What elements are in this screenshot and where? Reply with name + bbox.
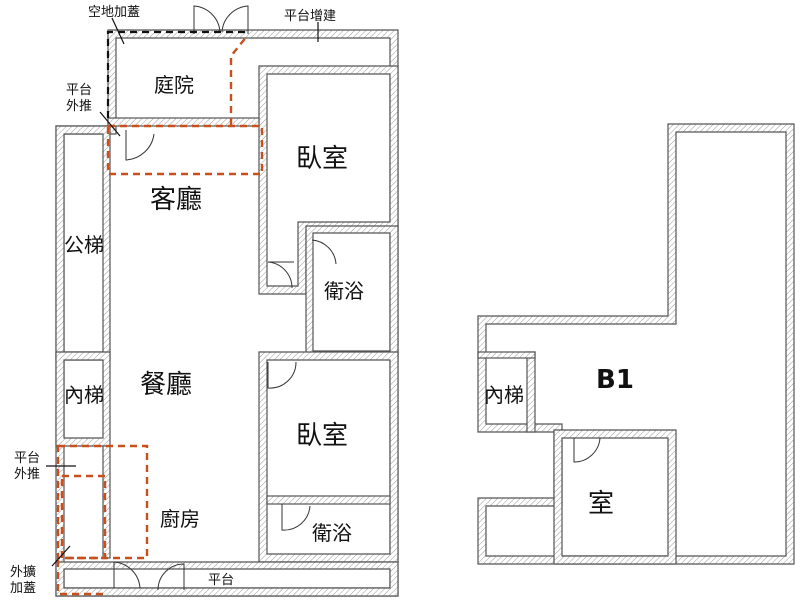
label-b1-title: B1 bbox=[596, 365, 634, 395]
b1-internal-stairs-wall bbox=[526, 351, 536, 433]
door-bathroom-bottom bbox=[281, 504, 311, 531]
door-platform-left bbox=[113, 561, 141, 589]
b1-internal-stairs-top bbox=[477, 351, 536, 359]
b1-door-room bbox=[573, 437, 601, 463]
annotation-push-out-top-1: 平台 bbox=[66, 83, 92, 98]
label-internal-stairs-left: 內梯 bbox=[64, 383, 104, 407]
door-entry-top bbox=[193, 5, 249, 34]
annotation-open-space-roofed: 空地加蓋 bbox=[88, 5, 140, 20]
courtyard-extension-outline bbox=[229, 35, 248, 125]
leader-expansion bbox=[51, 545, 71, 567]
annotation-push-out-bottom-2: 外推 bbox=[14, 467, 40, 482]
bedroom-top-wall bbox=[258, 65, 399, 295]
platform-push-out-inner-outline bbox=[60, 474, 107, 560]
open-space-roofed-outline bbox=[106, 30, 250, 118]
label-internal-stairs-b1: 內梯 bbox=[484, 383, 524, 407]
door-bedroom-bottom bbox=[267, 361, 297, 389]
b1-room-wall bbox=[553, 429, 677, 565]
label-room-b1: 室 bbox=[588, 489, 614, 519]
label-dining-room: 餐廳 bbox=[140, 370, 192, 400]
door-courtyard bbox=[125, 130, 155, 161]
annotation-push-out-top-2: 外推 bbox=[66, 99, 92, 114]
annotation-expansion-2: 加蓋 bbox=[10, 581, 36, 596]
basement-floor-plan: B1 內梯 室 bbox=[477, 123, 795, 565]
label-platform-bottom: 平台 bbox=[208, 573, 234, 588]
platform-push-out-bottom-outline bbox=[56, 444, 149, 560]
label-bathroom-bottom: 衛浴 bbox=[312, 521, 352, 545]
bathroom-bottom-divider bbox=[266, 495, 391, 505]
annotation-expansion-1: 外擴 bbox=[10, 564, 36, 580]
expansion-roofed-outline bbox=[56, 560, 104, 596]
label-public-stairs: 公梯 bbox=[64, 233, 104, 257]
platform-bottom-wall bbox=[55, 561, 399, 597]
label-bedroom-top: 臥室 bbox=[296, 144, 348, 174]
label-bedroom-bottom: 臥室 bbox=[296, 421, 348, 451]
leader-open-space bbox=[111, 17, 125, 45]
door-platform-right bbox=[157, 563, 185, 591]
door-bathroom-top bbox=[311, 239, 337, 265]
leader-push-out-top bbox=[99, 111, 121, 137]
door-bedroom-top bbox=[267, 261, 294, 289]
platform-push-out-top-outline bbox=[106, 124, 264, 176]
label-kitchen: 廚房 bbox=[160, 507, 200, 531]
label-bathroom-top: 衛浴 bbox=[324, 279, 364, 303]
b1-outer-wall bbox=[477, 123, 795, 565]
annotation-platform-addition: 平台增建 bbox=[284, 9, 336, 24]
main-floor-plan: 庭院 客廳 臥室 公梯 衛浴 餐廳 內梯 臥室 廚房 衛浴 平台 空地加蓋 平台… bbox=[10, 5, 399, 597]
annotation-push-out-bottom-1: 平台 bbox=[14, 451, 40, 466]
label-courtyard: 庭院 bbox=[154, 73, 194, 97]
label-living-room: 客廳 bbox=[150, 185, 202, 215]
